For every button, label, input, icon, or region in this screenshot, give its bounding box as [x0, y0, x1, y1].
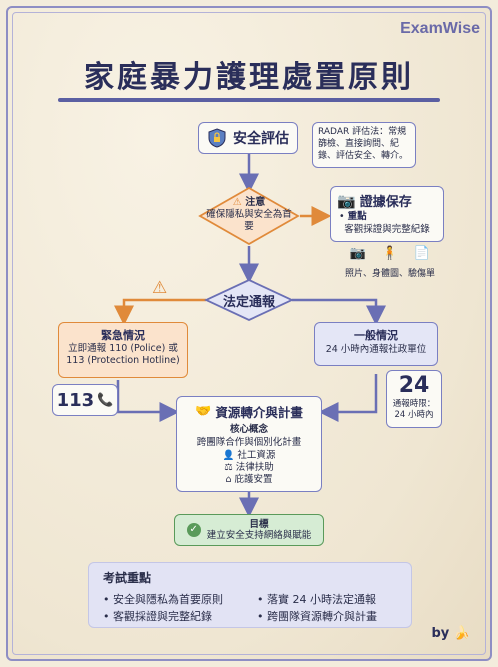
radar-note-text: RADAR 評估法：常規篩檢、直接詢問、紀錄、評估安全、轉介。 — [318, 127, 409, 161]
document-icon: 📄 — [413, 246, 431, 261]
summary-title: 考試重點 — [103, 571, 152, 585]
time-limit-number: 24 — [398, 373, 430, 398]
body-map-icon: 🧍 — [381, 246, 399, 261]
general-title: 一般情況 — [354, 329, 398, 342]
handshake-icon: 🤝 — [195, 404, 212, 419]
safety-assessment-label: 安全評估 — [233, 131, 289, 147]
safety-assessment-box: 安全評估 — [198, 122, 298, 154]
goal-text: 建立安全支持網絡與賦能 — [206, 529, 312, 541]
evidence-box: 📷 證據保存 • 重點 客觀採證與完整紀錄 — [330, 186, 444, 242]
warning-icon: ⚠ — [152, 278, 168, 298]
arrow-legal-to-general — [292, 298, 386, 326]
social-worker-icon: 👤 — [222, 450, 235, 461]
bullet-icon: • — [103, 593, 113, 606]
caution-title: 注意 — [245, 197, 266, 208]
summary-item: 跨團隊資源轉介與計畫 — [267, 610, 377, 623]
gavel-icon: ⚖ — [224, 462, 233, 473]
time-limit-badge: 24 通報時限： 24 小時內 — [386, 370, 442, 428]
arrow-emergency-to-referral — [116, 380, 180, 422]
bullet-icon: • — [257, 593, 267, 606]
bullet-icon: • — [339, 211, 345, 222]
summary-item: 落實 24 小時法定通報 — [267, 593, 376, 606]
caution-content: ⚠ 注意 確保隱私與安全為首要 — [206, 196, 292, 233]
summary-item: 安全與隱私為首要原則 — [113, 593, 223, 606]
inner-border — [12, 12, 486, 655]
radar-note: RADAR 評估法：常規篩檢、直接詢問、紀錄、評估安全、轉介。 — [312, 122, 416, 168]
evidence-point-title: 重點 — [347, 211, 367, 222]
hotline-number: 113 — [56, 389, 95, 411]
evidence-icons: 📷 🧍 📄 — [342, 246, 438, 261]
exam-summary: 考試重點 • 安全與隱私為首要原則 • 落實 24 小時法定通報 • 客觀採證與… — [88, 562, 412, 628]
shield-lock-icon — [208, 128, 226, 148]
phone-icon: 📞 — [97, 392, 114, 408]
referral-label: 資源轉介與計畫 — [215, 405, 303, 420]
evidence-point-text: 客觀採證與完整紀錄 — [344, 224, 430, 235]
bullet-icon: • — [103, 610, 113, 623]
check-icon: ✓ — [186, 523, 201, 537]
hotline-badge: 113 📞 — [52, 384, 118, 416]
arrow-general-to-referral — [318, 374, 378, 422]
emergency-text: 立即通報 110 (Police) 或 113 (Protection Hotl… — [66, 343, 180, 366]
byline: by 🍌 — [432, 626, 471, 641]
referral-box: 🤝 資源轉介與計畫 核心概念 跨團隊合作與個別化計畫 👤 社工資源 ⚖ 法律扶助… — [176, 396, 322, 492]
title-underline — [58, 98, 440, 102]
emergency-box: 緊急情況 立即通報 110 (Police) 或 113 (Protection… — [58, 322, 188, 378]
evidence-label: 證據保存 — [359, 195, 412, 210]
goal-title: 目標 — [249, 518, 269, 530]
referral-core-text: 跨團隊合作與個別化計畫 — [196, 437, 302, 448]
photo-icon: 📷 — [349, 246, 367, 261]
bullet-icon: • — [257, 610, 267, 623]
referral-item: 法律扶助 — [235, 462, 274, 473]
caution-text: 確保隱私與安全為首要 — [206, 209, 292, 232]
general-text: 24 小時內通報社政單位 — [325, 344, 427, 355]
goal-box: ✓ 目標 建立安全支持網絡與賦能 — [174, 514, 324, 546]
caution-diamond — [198, 186, 300, 246]
general-box: 一般情況 24 小時內通報社政單位 — [314, 322, 438, 366]
time-limit-value: 24 小時內 — [394, 410, 434, 420]
legal-report-label: 法定通報 — [222, 295, 275, 310]
brand-logo: ExamWise — [400, 20, 480, 37]
legal-report-diamond — [204, 279, 294, 321]
evidence-icons-caption: 照片、身體圖、驗傷單 — [344, 269, 435, 279]
camera-icon: 📷 — [337, 191, 356, 210]
emergency-title: 緊急情況 — [101, 329, 145, 342]
summary-item: 客觀採證與完整紀錄 — [113, 610, 212, 623]
byline-text: by — [431, 626, 450, 641]
referral-item: 社工資源 — [237, 450, 276, 461]
house-icon: ⌂ — [225, 474, 232, 485]
referral-core-title: 核心概念 — [229, 424, 268, 435]
page-title: 家庭暴力護理處置原則 — [84, 60, 414, 95]
warning-icon: ⚠ — [232, 197, 242, 208]
time-limit-label: 通報時限： — [392, 399, 436, 409]
banana-icon: 🍌 — [453, 626, 470, 641]
referral-item: 庇護安置 — [234, 474, 273, 485]
arrow-legal-to-emergency — [114, 298, 206, 326]
